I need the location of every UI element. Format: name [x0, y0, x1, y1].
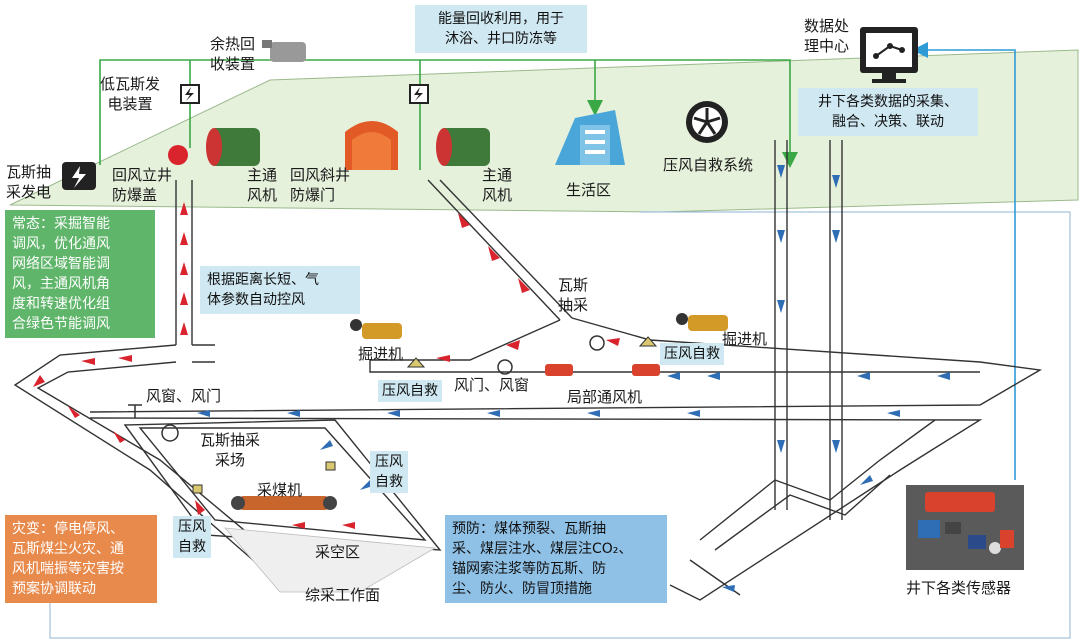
goaf-area	[224, 527, 437, 593]
air-window-icons	[128, 335, 605, 442]
return-arrows	[33, 202, 620, 529]
main-fan-right-icon	[436, 128, 490, 166]
gas-generator-icon	[62, 162, 96, 190]
compressed-rescue-label-3: 压风自救	[370, 451, 408, 493]
shearer-label: 采煤机	[257, 481, 303, 499]
roadheader-left-label: 掘进机	[358, 345, 404, 363]
compressed-rescue-label-1: 压风自救	[660, 343, 724, 365]
air-door-window-label: 风门、风窗	[454, 376, 530, 394]
gas-drainage-label: 瓦斯抽采	[558, 276, 589, 314]
explosion-door-icon	[345, 121, 398, 170]
low-gas-power-label: 低瓦斯发电装置	[100, 75, 161, 113]
data-line	[912, 42, 1016, 480]
auto-control-box: 根据距离长短、气体参数自动控风	[200, 266, 360, 314]
compressed-rescue-label-2: 压风自救	[378, 380, 442, 402]
generator-icon-right	[409, 84, 429, 104]
intake-arrows	[197, 165, 950, 592]
underground-boundary	[49, 211, 1071, 639]
explosion-cap-icon	[168, 145, 188, 165]
living-area-label: 生活区	[566, 181, 612, 199]
prevention-box: 预防：煤体预裂、瓦斯抽采、煤层注水、煤层注CO₂、 锚网索注浆等防瓦斯、防尘、防…	[445, 515, 667, 603]
disaster-box: 灾变：停电停风、瓦斯煤尘火灾、通 风机喘振等灾害按预案协调联动	[5, 515, 157, 603]
compressed-rescue-valves	[192, 336, 658, 494]
roadways	[13, 140, 1043, 601]
main-fan-right-label: 主通风机	[482, 166, 513, 204]
working-face-label: 综采工作面	[305, 586, 381, 604]
window-door-label: 风窗、风门	[146, 387, 222, 405]
roadheader-left-icon	[350, 319, 402, 339]
data-center-label: 数据处理中心	[804, 17, 850, 55]
main-fan-left-icon	[206, 128, 260, 166]
sensors-label: 井下各类传感器	[906, 579, 1012, 597]
compressed-air-system-label: 压风自救系统	[663, 156, 754, 174]
normal-state-box: 常态：采掘智能调风，优化通风网络区域智能调 风，主通风机角度和转速优化组合绿色节…	[5, 210, 155, 338]
waste-heat-device-icon	[262, 40, 306, 62]
waste-heat-label: 余热回收装置	[210, 35, 256, 73]
return-incline-label: 回风斜井防爆门	[290, 166, 351, 204]
gas-drainage-power-label: 瓦斯抽采发电	[6, 163, 52, 201]
shearer-icon	[231, 496, 337, 510]
energy-recovery-box: 能量回收利用，用于沐浴、井口防冻等	[415, 5, 587, 53]
low-gas-generator-icon	[180, 84, 200, 104]
compressed-air-fan-icon	[686, 101, 728, 143]
roadheader-right-label: 掘进机	[722, 330, 768, 348]
compressed-rescue-label-4: 压风自救	[173, 516, 211, 558]
data-collection-box: 井下各类数据的采集、融合、决策、联动	[798, 88, 978, 136]
gas-drainage-area-label: 瓦斯抽采采场	[200, 431, 261, 469]
roadheader-right-icon	[676, 313, 728, 331]
sensors-photo-icon	[906, 485, 1024, 570]
data-center-icon	[860, 27, 918, 83]
building-icon	[555, 110, 625, 165]
return-shaft-label: 回风立井防爆盖	[112, 166, 173, 204]
goaf-label: 采空区	[315, 543, 361, 561]
local-fan-label: 局部通风机	[567, 388, 643, 406]
main-fan-left-label: 主通风机	[247, 166, 278, 204]
energy-line-main	[99, 59, 798, 168]
local-fan-icons	[545, 364, 660, 376]
